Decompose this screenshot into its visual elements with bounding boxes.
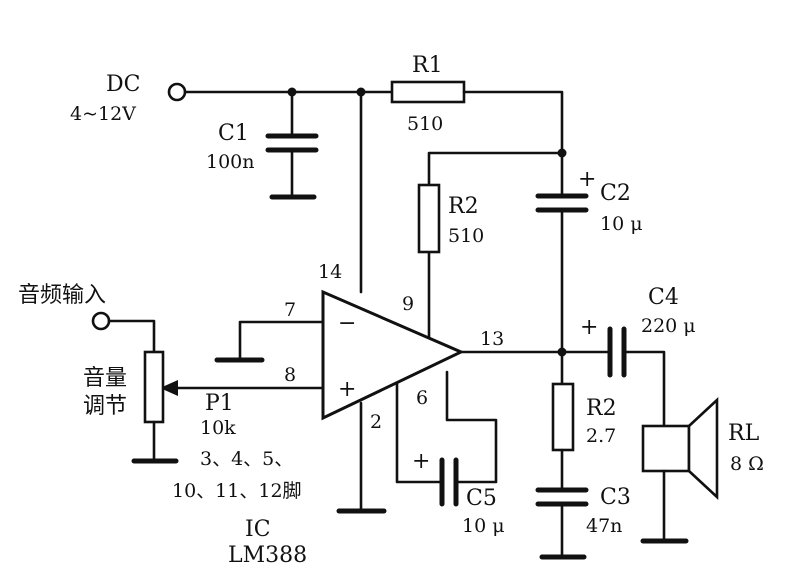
c5-name: C5 bbox=[466, 486, 497, 511]
junction-output bbox=[557, 347, 567, 357]
ground-pins-line1: 3、4、5、 bbox=[200, 448, 293, 470]
audio-input-terminal bbox=[91, 311, 111, 331]
c4-name: C4 bbox=[648, 285, 679, 310]
pin14-label: 14 bbox=[318, 261, 342, 283]
p1-wiper-arrow bbox=[160, 380, 178, 396]
ic-name: IC bbox=[245, 517, 271, 542]
r1-resistor bbox=[390, 80, 466, 104]
dc-label: DC bbox=[106, 72, 140, 97]
c5-value: 10 μ bbox=[462, 515, 505, 537]
c1-value: 100n bbox=[206, 151, 255, 173]
audio-input-label: 音频输入 bbox=[18, 283, 106, 308]
p1-value: 10k bbox=[200, 417, 236, 439]
dc-input-terminal bbox=[167, 82, 187, 102]
c4-polarity: + bbox=[580, 315, 598, 340]
junction-c2-top bbox=[557, 148, 567, 158]
pin8-label: 8 bbox=[284, 364, 296, 386]
volume-label-line2: 调节 bbox=[83, 394, 127, 419]
p1-name: P1 bbox=[205, 391, 234, 416]
opamp-plus: + bbox=[338, 377, 356, 402]
c3-name: C3 bbox=[600, 485, 631, 510]
r2-top-wire bbox=[427, 151, 564, 340]
c1-capacitor bbox=[265, 133, 319, 153]
c5-capacitor bbox=[439, 457, 459, 507]
c2-name: C2 bbox=[600, 181, 631, 206]
pin2-label: 2 bbox=[370, 411, 382, 433]
audio-input-wire bbox=[107, 319, 156, 354]
r2-top-resistor bbox=[417, 183, 441, 254]
c2-polarity: + bbox=[578, 167, 596, 192]
ground-pins-line2: 10、11、12脚 bbox=[172, 480, 302, 502]
rl-speaker-body bbox=[641, 424, 691, 473]
pin9-label: 9 bbox=[402, 293, 414, 315]
r2-bottom-value: 2.7 bbox=[586, 425, 616, 447]
volume-label-line1: 音量 bbox=[83, 366, 127, 391]
r1-right-wire bbox=[462, 90, 564, 198]
rl-name: RL bbox=[728, 421, 760, 446]
r2-top-name: R2 bbox=[448, 194, 479, 219]
c5-polarity: + bbox=[412, 449, 430, 474]
c3-capacitor bbox=[535, 487, 589, 507]
c5-wire bbox=[395, 370, 498, 484]
r2-top-value: 510 bbox=[448, 225, 484, 247]
pin7-wire bbox=[238, 320, 325, 361]
c4-capacitor bbox=[607, 326, 627, 378]
c4-value: 220 μ bbox=[641, 315, 696, 337]
r1-name: R1 bbox=[412, 53, 443, 78]
c2-capacitor bbox=[535, 193, 589, 213]
c1-name: C1 bbox=[218, 121, 249, 146]
dc-voltage-label: 4~12V bbox=[70, 103, 136, 125]
r2-bottom-resistor bbox=[551, 382, 575, 452]
ic-model: LM388 bbox=[228, 543, 307, 568]
c2-value: 10 μ bbox=[600, 213, 643, 235]
pin13-label: 13 bbox=[480, 328, 504, 350]
pin7-label: 7 bbox=[284, 299, 296, 321]
r1-value: 510 bbox=[407, 113, 443, 135]
lm388-amplifier bbox=[321, 289, 465, 421]
opamp-minus: − bbox=[338, 311, 356, 336]
r2-bottom-name: R2 bbox=[586, 396, 617, 421]
c4-right-wire bbox=[622, 350, 666, 428]
pin6-label: 6 bbox=[416, 387, 428, 409]
p1-potentiometer bbox=[143, 350, 165, 424]
rl-speaker-cone bbox=[687, 397, 719, 500]
c3-value: 47n bbox=[586, 515, 622, 537]
rl-value: 8 Ω bbox=[730, 453, 764, 475]
